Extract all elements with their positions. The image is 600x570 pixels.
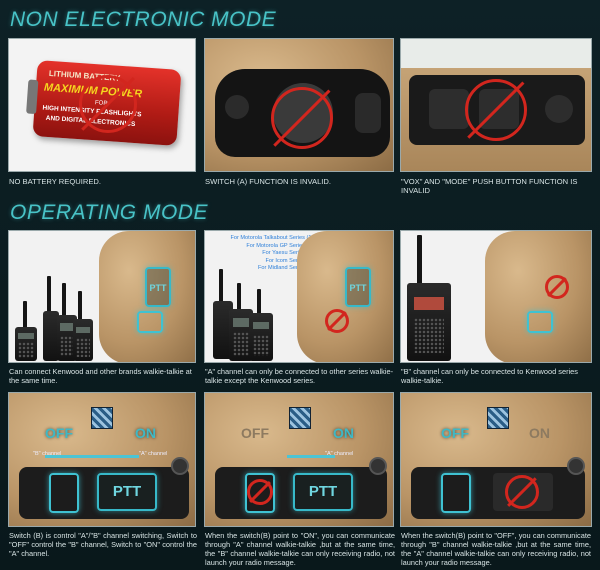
compat-item: For Icom Series (2 Pin) [265, 257, 323, 264]
radio-icon [43, 311, 59, 361]
compat-item: For Motorola GP Series (2 Pin) [246, 242, 323, 249]
battery-photo: LITHIUM BATTERY MAXIMUM POWER FOR HIGH I… [8, 38, 196, 172]
switch-b-icon [289, 407, 311, 429]
radio-icon [73, 319, 93, 361]
compat-item: For Yaesu Series (1 Pin) [262, 250, 323, 257]
compat-item: For Motorola Talkabout Series (1 Pin) [230, 235, 323, 241]
section-title-non-electronic: NON ELECTRONIC MODE [10, 8, 277, 31]
prohibited-icon [505, 475, 539, 509]
jack-b-highlight [49, 473, 79, 513]
ptt-button: PTT [145, 267, 171, 307]
radio-icon [249, 313, 273, 361]
off-label: OFF [45, 425, 73, 441]
knob [171, 457, 189, 475]
switch-off-diagram: OFF ON [400, 392, 592, 527]
radio-icon [15, 327, 37, 361]
caption-switch-off: When the switch(B) point to "OFF", you c… [401, 531, 591, 567]
b-channel-label: "B" channel [33, 451, 62, 457]
ptt-button: PTT [345, 267, 371, 307]
a-channel-label: "A" channel [325, 451, 354, 457]
switch-b-diagram: OFF ON "B" channel "A" channel PTT [8, 392, 196, 527]
compat-item: For Midland Series (2 Pin) [258, 265, 323, 272]
switch-b-icon [91, 407, 113, 429]
ptt-button: PTT [97, 473, 157, 511]
on-label: ON [333, 425, 354, 441]
vox-mode-photo [400, 38, 592, 172]
knob [369, 457, 387, 475]
caption-b-channel: "B" channel can only be connected to Ken… [401, 367, 578, 385]
prohibited-icon [325, 309, 349, 333]
section-title-operating: OPERATING MODE [10, 201, 208, 224]
radio-icon [57, 315, 77, 361]
connect-both-photo: PTT [8, 230, 196, 363]
a-channel-label: "A" channel [139, 451, 168, 457]
compatibility-list: For Motorola Talkabout Series (1 Pin) Fo… [209, 235, 323, 273]
jack-b-highlight [441, 473, 471, 513]
prohibited-icon [465, 79, 527, 141]
caption-connect-both: Can connect Kenwood and other brands wal… [9, 367, 192, 385]
jack-highlight [137, 311, 163, 333]
prohibited-icon [545, 275, 569, 299]
prohibited-icon [247, 479, 273, 505]
caption-no-battery: NO BATTERY REQUIRED. [9, 177, 101, 186]
caption-vox-mode: "VOX" AND "MODE" PUSH BUTTON FUNCTION IS… [401, 177, 578, 195]
switch-b-icon [487, 407, 509, 429]
jack-b-highlight [245, 473, 275, 513]
ptt-device-side [99, 231, 195, 362]
switch-arrow [45, 455, 139, 458]
switch-arrow [287, 455, 335, 458]
radio-icon [407, 283, 451, 361]
caption-switch-a: SWITCH (A) FUNCTION IS INVALID. [205, 177, 332, 186]
prohibited-icon [271, 87, 333, 149]
off-label: OFF [441, 425, 469, 441]
caption-switch-b: Switch (B) is control "A"/"B" channel sw… [9, 531, 197, 558]
on-label: ON [135, 425, 156, 441]
knob [567, 457, 585, 475]
prohibited-icon [79, 75, 137, 133]
switch-a-photo [204, 38, 394, 172]
switch-on-diagram: OFF ON "A" channel PTT [204, 392, 394, 527]
on-label: ON [529, 425, 550, 441]
jack-highlight [527, 311, 553, 333]
b-channel-photo [400, 230, 592, 363]
off-label: OFF [241, 425, 269, 441]
a-channel-photo: For Motorola Talkabout Series (1 Pin) Fo… [204, 230, 394, 363]
caption-switch-on: When the switch(B) point to "ON", you ca… [205, 531, 395, 567]
ptt-button: PTT [293, 473, 353, 511]
caption-a-channel: "A" channel can only be connected to oth… [205, 367, 394, 385]
radio-icon [213, 301, 233, 359]
ptt-device-side [485, 231, 591, 362]
